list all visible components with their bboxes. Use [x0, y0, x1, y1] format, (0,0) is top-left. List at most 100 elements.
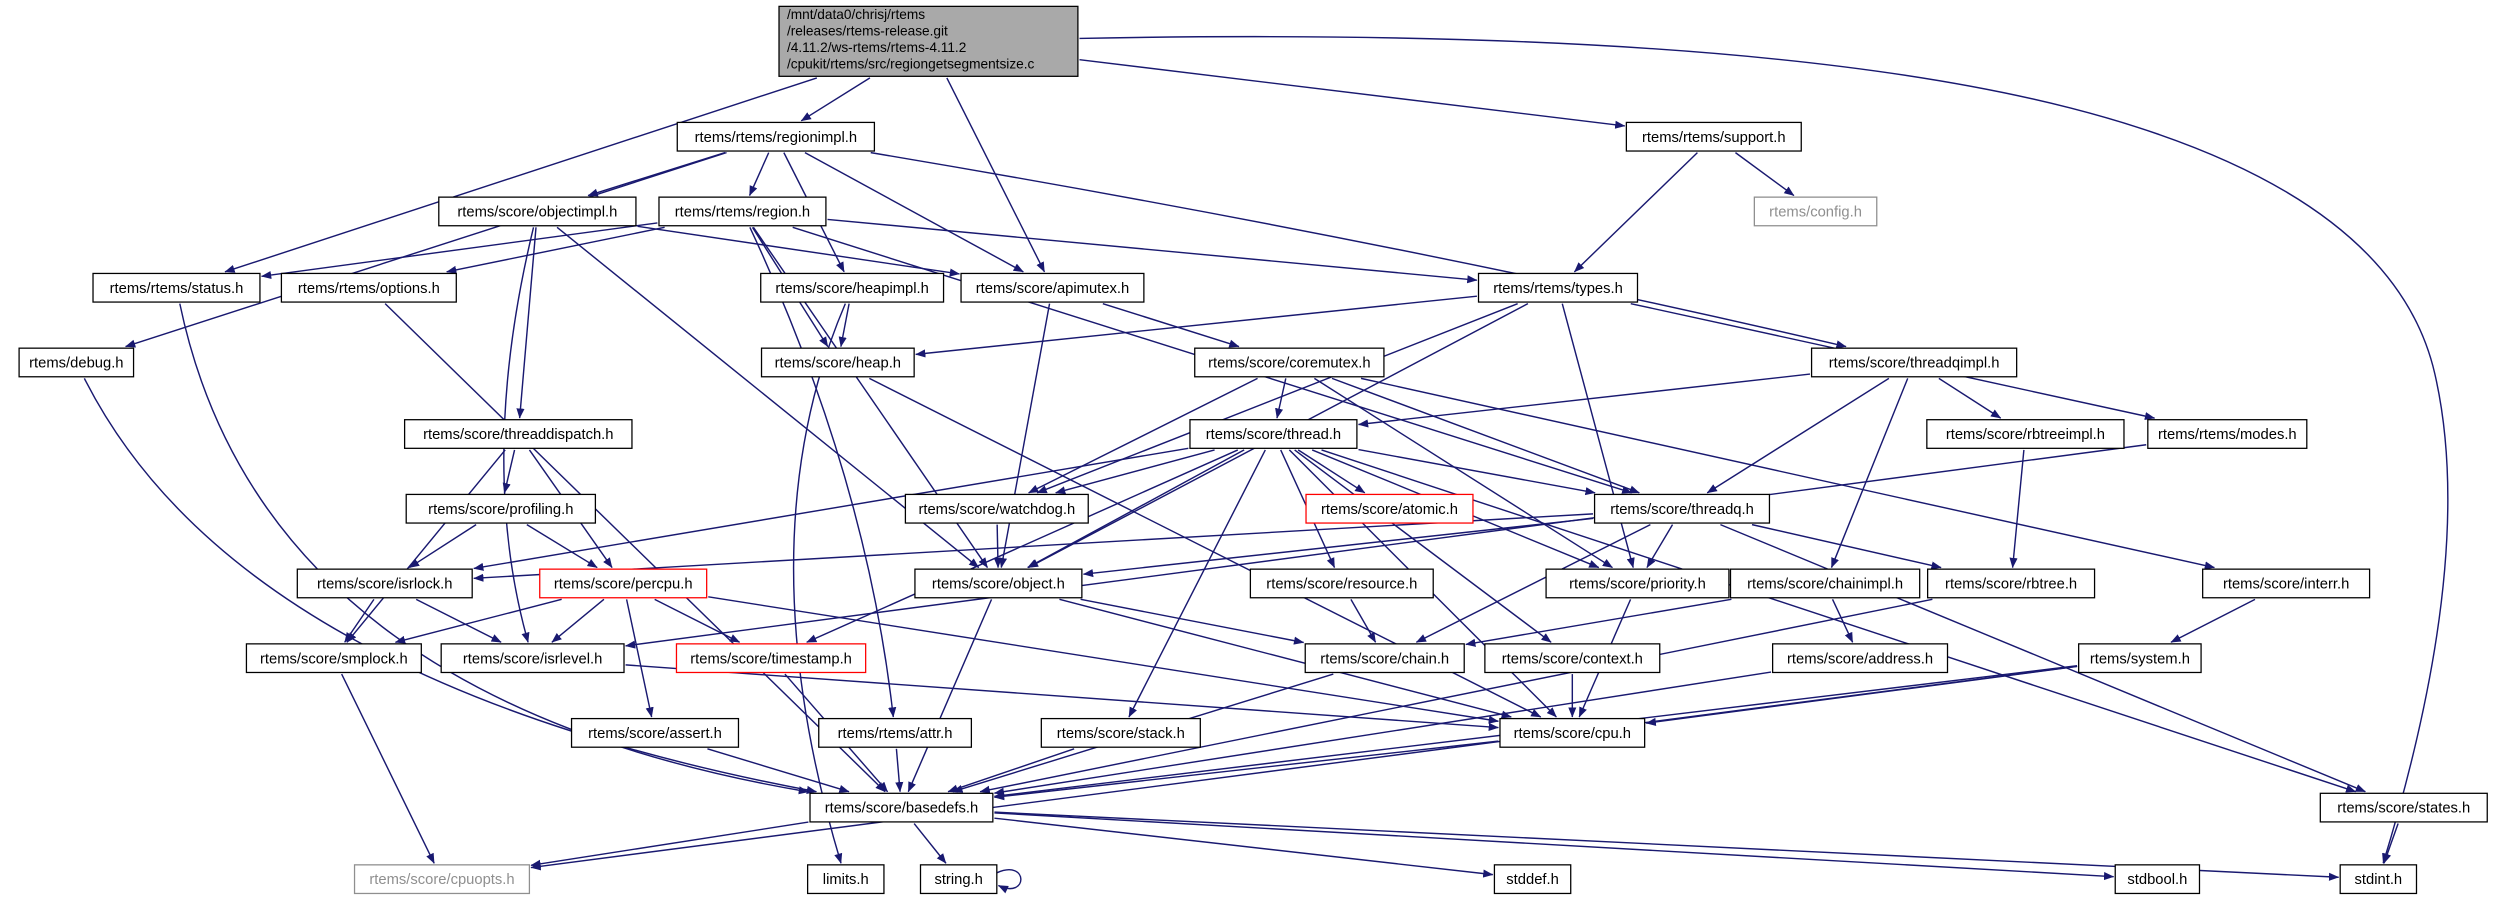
graph-node-apimutex[interactable]: rtems/score/apimutex.h — [960, 272, 1145, 303]
graph-node-chain[interactable]: rtems/score/chain.h — [1304, 643, 1465, 674]
node-box-smplock — [245, 643, 422, 674]
graph-node-heapimpl[interactable]: rtems/score/heapimpl.h — [760, 272, 945, 303]
node-box-atomic — [1305, 493, 1474, 524]
include-edge-percpu-to-isrlevel — [551, 598, 605, 643]
node-box-rbtreeimpl — [1926, 419, 2125, 449]
include-edge-coremutex-to-thread — [1275, 378, 1287, 419]
include-edge-assert-to-basedefs — [707, 748, 850, 793]
node-label-heapimpl: rtems/score/heapimpl.h — [775, 281, 928, 297]
node-label-profiling: rtems/score/profiling.h — [428, 502, 573, 518]
graph-node-regionimpl[interactable]: rtems/rtems/regionimpl.h — [676, 121, 876, 152]
graph-node-stack[interactable]: rtems/score/stack.h — [1040, 717, 1201, 748]
graph-node-modes[interactable]: rtems/rtems/modes.h — [2147, 419, 2308, 449]
include-edge-basedefs-to-stdbool — [994, 812, 2115, 881]
graph-node-interr[interactable]: rtems/score/interr.h — [2202, 568, 2371, 599]
node-box-attr — [818, 717, 973, 748]
graph-node-rbtree[interactable]: rtems/score/rbtree.h — [1926, 568, 2096, 599]
graph-node-object[interactable]: rtems/score/object.h — [914, 568, 1083, 599]
node-label-attr: rtems/rtems/attr.h — [838, 726, 953, 742]
node-label-timestamp: rtems/score/timestamp.h — [690, 651, 852, 667]
graph-node-stdint[interactable]: stdint.h — [2339, 864, 2418, 895]
graph-node-isrlock[interactable]: rtems/score/isrlock.h — [296, 568, 473, 599]
node-box-objectimpl — [438, 196, 637, 227]
graph-node-options[interactable]: rtems/rtems/options.h — [280, 272, 457, 303]
graph-node-support[interactable]: rtems/rtems/support.h — [1625, 121, 1802, 152]
graph-node-threadqimpl[interactable]: rtems/score/threadqimpl.h — [1810, 347, 2018, 378]
include-edge-percpu-to-smplock — [394, 598, 562, 644]
graph-node-heap[interactable]: rtems/score/heap.h — [760, 347, 915, 378]
node-layer: /mnt/data0/chrisj/rtems/releases/rtems-r… — [18, 5, 2488, 895]
graph-node-smplock[interactable]: rtems/score/smplock.h — [245, 643, 422, 674]
include-edge-stack-to-basedefs — [947, 748, 1075, 793]
node-box-threadqimpl — [1810, 347, 2018, 378]
graph-node-coremutex[interactable]: rtems/score/coremutex.h — [1194, 347, 1385, 378]
graph-node-cpu[interactable]: rtems/score/cpu.h — [1499, 717, 1646, 748]
graph-node-attr[interactable]: rtems/rtems/attr.h — [818, 717, 973, 748]
node-label-threadqimpl: rtems/score/threadqimpl.h — [1829, 356, 2000, 372]
include-edge-basedefs-to-stdint — [994, 811, 2340, 881]
node-box-options — [280, 272, 457, 303]
node-box-priority — [1545, 568, 1730, 599]
graph-node-percpu[interactable]: rtems/score/percpu.h — [539, 568, 708, 599]
node-label-status: rtems/rtems/status.h — [110, 281, 244, 297]
graph-node-region[interactable]: rtems/rtems/region.h — [658, 196, 827, 227]
graph-node-chainimpl[interactable]: rtems/score/chainimpl.h — [1729, 568, 1921, 599]
graph-node-timestamp[interactable]: rtems/score/timestamp.h — [675, 643, 867, 674]
graph-node-cpuopts[interactable]: rtems/score/cpuopts.h — [353, 864, 531, 895]
graph-node-status[interactable]: rtems/rtems/status.h — [92, 272, 261, 303]
include-edge-regionimpl-to-debug — [125, 151, 727, 348]
node-label-smplock: rtems/score/smplock.h — [260, 651, 408, 667]
include-edge-thread-to-isrlock — [473, 447, 1189, 571]
node-box-coremutex — [1194, 347, 1385, 378]
node-box-context — [1484, 643, 1661, 674]
node-box-string — [919, 864, 998, 895]
graph-node-threadq[interactable]: rtems/score/threadq.h — [1593, 493, 1771, 524]
include-edge-regionimpl-to-apimutex — [804, 151, 1024, 273]
graph-node-isrlevel[interactable]: rtems/score/isrlevel.h — [440, 643, 625, 674]
graph-node-profiling[interactable]: rtems/score/profiling.h — [405, 493, 597, 524]
graph-node-system[interactable]: rtems/system.h — [2078, 643, 2202, 674]
node-label-stack: rtems/score/stack.h — [1057, 726, 1185, 742]
include-edge-coremutex-to-watchdog — [1028, 377, 1258, 494]
node-box-modes — [2147, 419, 2308, 449]
node-box-config — [1753, 196, 1878, 227]
include-edge-basedefs-to-string — [913, 823, 947, 864]
graph-node-rbtreeimpl[interactable]: rtems/score/rbtreeimpl.h — [1926, 419, 2125, 449]
node-label-basedefs: rtems/score/basedefs.h — [825, 801, 978, 817]
include-edge-region-to-types — [827, 218, 1478, 284]
node-label-chain: rtems/score/chain.h — [1320, 651, 1449, 667]
graph-node-assert[interactable]: rtems/score/assert.h — [570, 717, 740, 748]
graph-node-types[interactable]: rtems/rtems/types.h — [1477, 272, 1639, 303]
graph-node-string[interactable]: string.h — [919, 864, 998, 895]
graph-node-address[interactable]: rtems/score/address.h — [1771, 643, 1949, 674]
graph-node-states[interactable]: rtems/score/states.h — [2319, 792, 2488, 823]
node-box-system — [2078, 643, 2202, 674]
graph-node-limits[interactable]: limits.h — [806, 864, 885, 895]
graph-node-resource[interactable]: rtems/score/resource.h — [1249, 568, 1434, 599]
include-edge-main-to-support — [1079, 58, 1626, 129]
include-edge-basedefs-to-stddef — [994, 817, 1494, 878]
node-label-rbtreeimpl: rtems/score/rbtreeimpl.h — [1946, 427, 2105, 443]
graph-node-watchdog[interactable]: rtems/score/watchdog.h — [904, 493, 1089, 524]
graph-node-stdbool[interactable]: stdbool.h — [2114, 864, 2201, 895]
include-edge-types-to-heap — [915, 295, 1478, 358]
node-label-apimutex: rtems/score/apimutex.h — [976, 281, 1129, 297]
graph-node-stddef[interactable]: stddef.h — [1493, 864, 1572, 895]
graph-node-config[interactable]: rtems/config.h — [1753, 196, 1878, 227]
graph-node-priority[interactable]: rtems/score/priority.h — [1545, 568, 1730, 599]
graph-node-debug[interactable]: rtems/debug.h — [18, 347, 135, 378]
node-box-regionimpl — [676, 121, 876, 152]
graph-node-threaddispatch[interactable]: rtems/score/threaddispatch.h — [403, 419, 633, 449]
graph-node-atomic[interactable]: rtems/score/atomic.h — [1305, 493, 1474, 524]
graph-node-basedefs[interactable]: rtems/score/basedefs.h — [809, 792, 994, 823]
include-edge-main-to-regionimpl — [800, 77, 871, 122]
node-label-percpu: rtems/score/percpu.h — [554, 577, 693, 593]
include-edge-status-to-basedefs — [179, 303, 809, 795]
graph-node-objectimpl[interactable]: rtems/score/objectimpl.h — [438, 196, 637, 227]
include-edge-coremutex-to-threadq — [1331, 377, 1640, 494]
node-label-assert: rtems/score/assert.h — [588, 726, 722, 742]
include-edge-threadq-to-priority — [1646, 524, 1674, 569]
graph-node-thread[interactable]: rtems/score/thread.h — [1189, 419, 1358, 449]
graph-node-context[interactable]: rtems/score/context.h — [1484, 643, 1661, 674]
node-label-system: rtems/system.h — [2090, 651, 2190, 667]
